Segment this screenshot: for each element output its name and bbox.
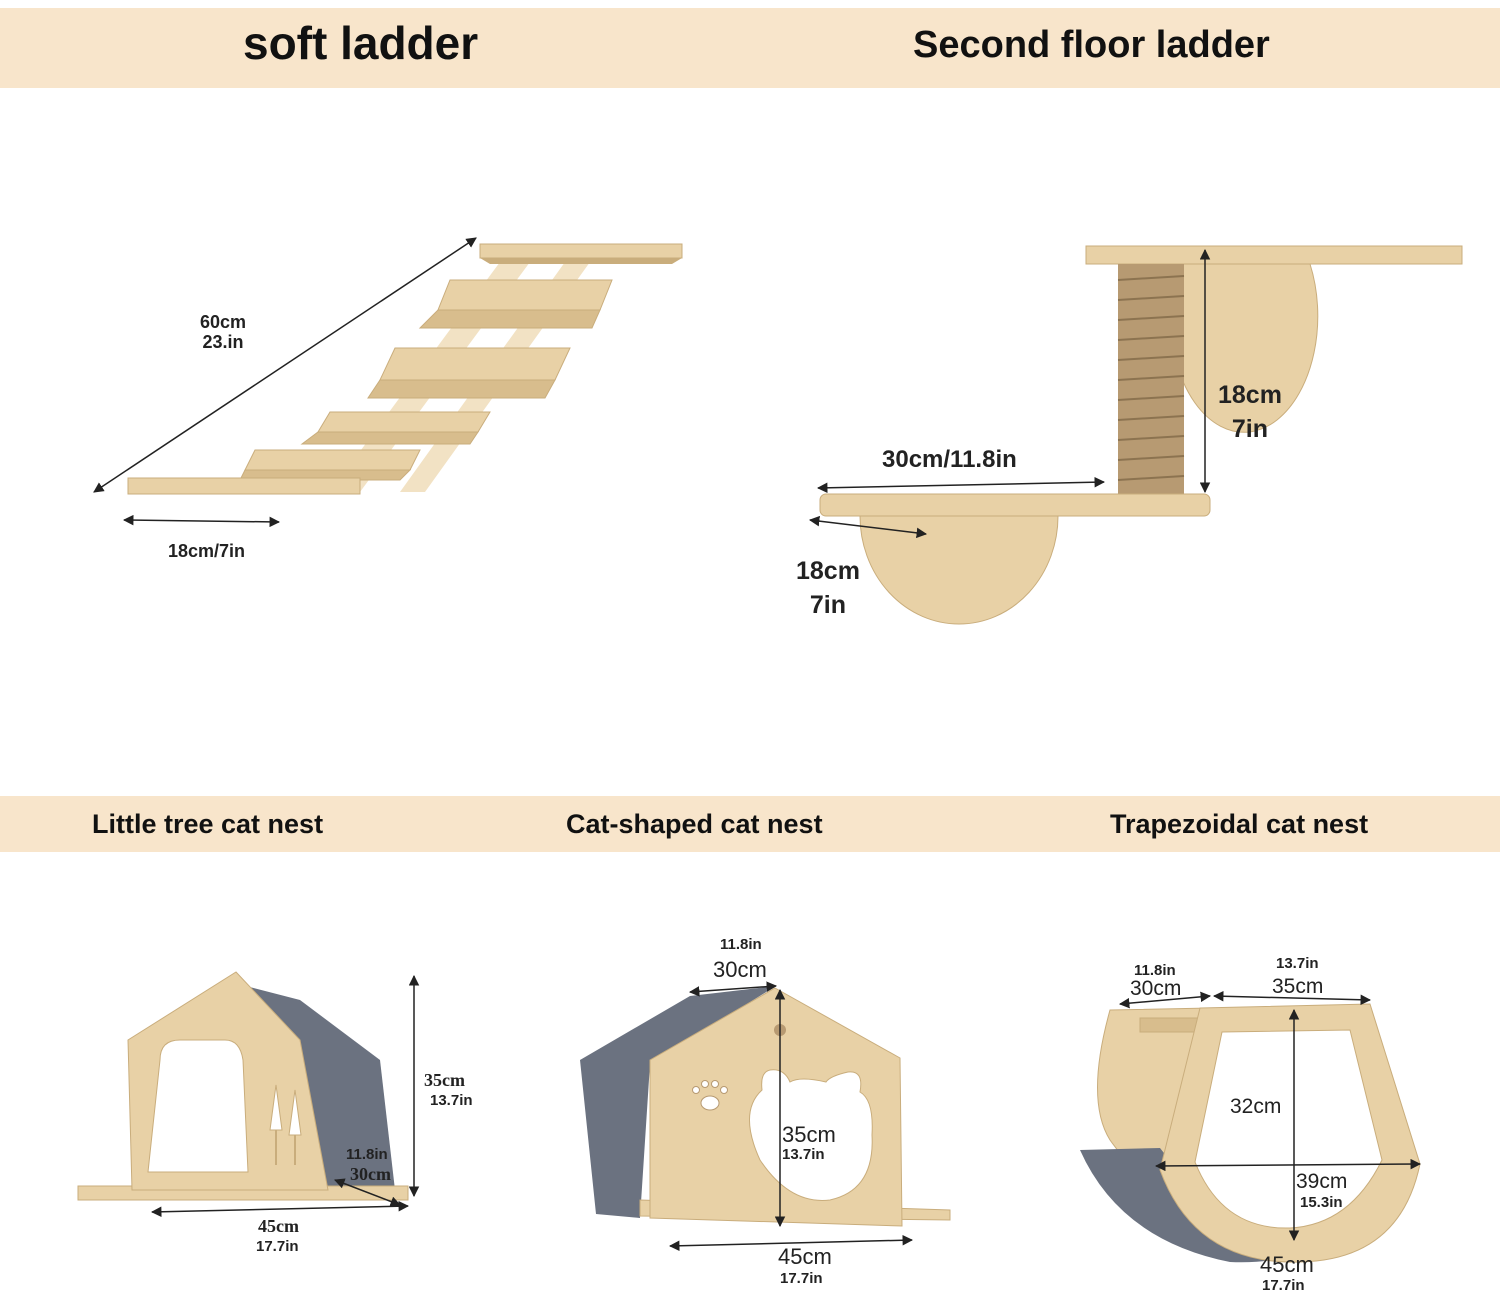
- ladder-plank: [367, 347, 571, 399]
- width-dimension-line: [668, 1234, 914, 1252]
- length-dimension-line: [93, 237, 477, 493]
- second-floor-length-label: 30cm/11.8in: [882, 446, 1017, 473]
- lower-bracket: [859, 515, 1059, 625]
- upper-bracket: [1177, 263, 1319, 433]
- soft-ladder-product: [93, 237, 683, 528]
- nest-cushion: [580, 986, 776, 1218]
- length-cm: 60cm: [200, 312, 247, 332]
- paw-print-icon: [692, 1080, 728, 1111]
- trapezoidal-width-in: 17.7in: [1262, 1277, 1305, 1294]
- cat-shaped-depth-in: 11.8in: [720, 936, 762, 953]
- trapezoidal-top-in: 13.7in: [1276, 955, 1319, 972]
- height-in: 7in: [1231, 415, 1269, 443]
- depth-dimension-line: [808, 515, 928, 539]
- lower-platform: [819, 493, 1211, 517]
- trapezoidal-depth-cm: 30cm: [1130, 977, 1182, 1000]
- cat-shaped-height-in: 13.7in: [782, 1146, 825, 1163]
- header-trapezoidal-cat-nest: Trapezoidal cat nest: [1110, 809, 1369, 839]
- depth-dimension-line: [688, 981, 778, 997]
- inner-width-dimension-line: [1154, 1158, 1422, 1172]
- ladder-plank: [127, 477, 361, 495]
- ladder-plank: [239, 449, 421, 481]
- header-cat-shaped-cat-nest: Cat-shaped cat nest: [566, 809, 823, 839]
- height-cm: 18cm: [1218, 381, 1282, 409]
- header-soft-ladder: soft ladder: [243, 17, 479, 69]
- second-floor-ladder-product: [808, 245, 1463, 625]
- trapezoidal-top-cm: 35cm: [1272, 975, 1324, 998]
- length-in: 23.in: [202, 332, 244, 352]
- width-dimension-line: [122, 514, 281, 528]
- middle-header-band: [0, 796, 1500, 852]
- little-tree-width-in: 17.7in: [256, 1238, 299, 1255]
- trapezoidal-cat-nest-product: [1080, 990, 1422, 1263]
- length-dimension-line: [816, 476, 1106, 494]
- depth-in: 7in: [809, 591, 847, 619]
- cat-shaped-height-cm: 35cm: [782, 1122, 836, 1147]
- width-dimension-line: [150, 1200, 410, 1218]
- ladder-plank: [300, 411, 491, 445]
- header-little-tree-cat-nest: Little tree cat nest: [92, 809, 324, 839]
- nest-opening: [1194, 1029, 1383, 1229]
- trapezoidal-height-cm: 32cm: [1230, 1095, 1282, 1118]
- trapezoidal-inner-in: 15.3in: [1300, 1194, 1343, 1211]
- top-width-dimension-line: [1212, 990, 1372, 1006]
- nest-door-opening: [147, 1039, 249, 1173]
- cat-shaped-width-cm: 45cm: [778, 1244, 832, 1269]
- cat-shaped-depth-cm: 30cm: [713, 957, 767, 982]
- trapezoidal-width-cm: 45cm: [1260, 1252, 1314, 1277]
- upper-platform: [1085, 245, 1463, 265]
- little-tree-width-cm: 45cm: [258, 1216, 299, 1236]
- depth-dimension-line: [334, 1178, 401, 1207]
- cat-shaped-cat-nest-product: [580, 981, 951, 1252]
- trapezoidal-inner-cm: 39cm: [1296, 1170, 1348, 1193]
- ladder-plank: [418, 279, 613, 329]
- cat-shaped-width-in: 17.7in: [780, 1270, 823, 1287]
- top-header-band: [0, 8, 1500, 88]
- little-tree-height-in: 13.7in: [430, 1092, 473, 1109]
- little-tree-cat-nest-product: [77, 971, 420, 1218]
- header-second-floor-ladder: Second floor ladder: [913, 24, 1270, 66]
- second-floor-depth-label: 18cm 7in: [796, 554, 860, 622]
- little-tree-height-cm: 35cm: [424, 1070, 465, 1090]
- little-tree-depth-cm: 30cm: [350, 1164, 391, 1184]
- second-floor-height-label: 18cm 7in: [1218, 378, 1282, 446]
- ladder-plank: [479, 243, 683, 264]
- soft-ladder-width-label: 18cm/7in: [168, 541, 246, 561]
- depth-dimension-line: [1118, 991, 1212, 1009]
- soft-ladder-length-label: 60cm 23.in: [200, 312, 246, 352]
- trapezoidal-depth-in: 11.8in: [1134, 962, 1176, 979]
- depth-cm: 18cm: [796, 557, 860, 585]
- little-tree-depth-in: 11.8in: [346, 1146, 388, 1163]
- sisal-rope-texture: [1117, 275, 1185, 481]
